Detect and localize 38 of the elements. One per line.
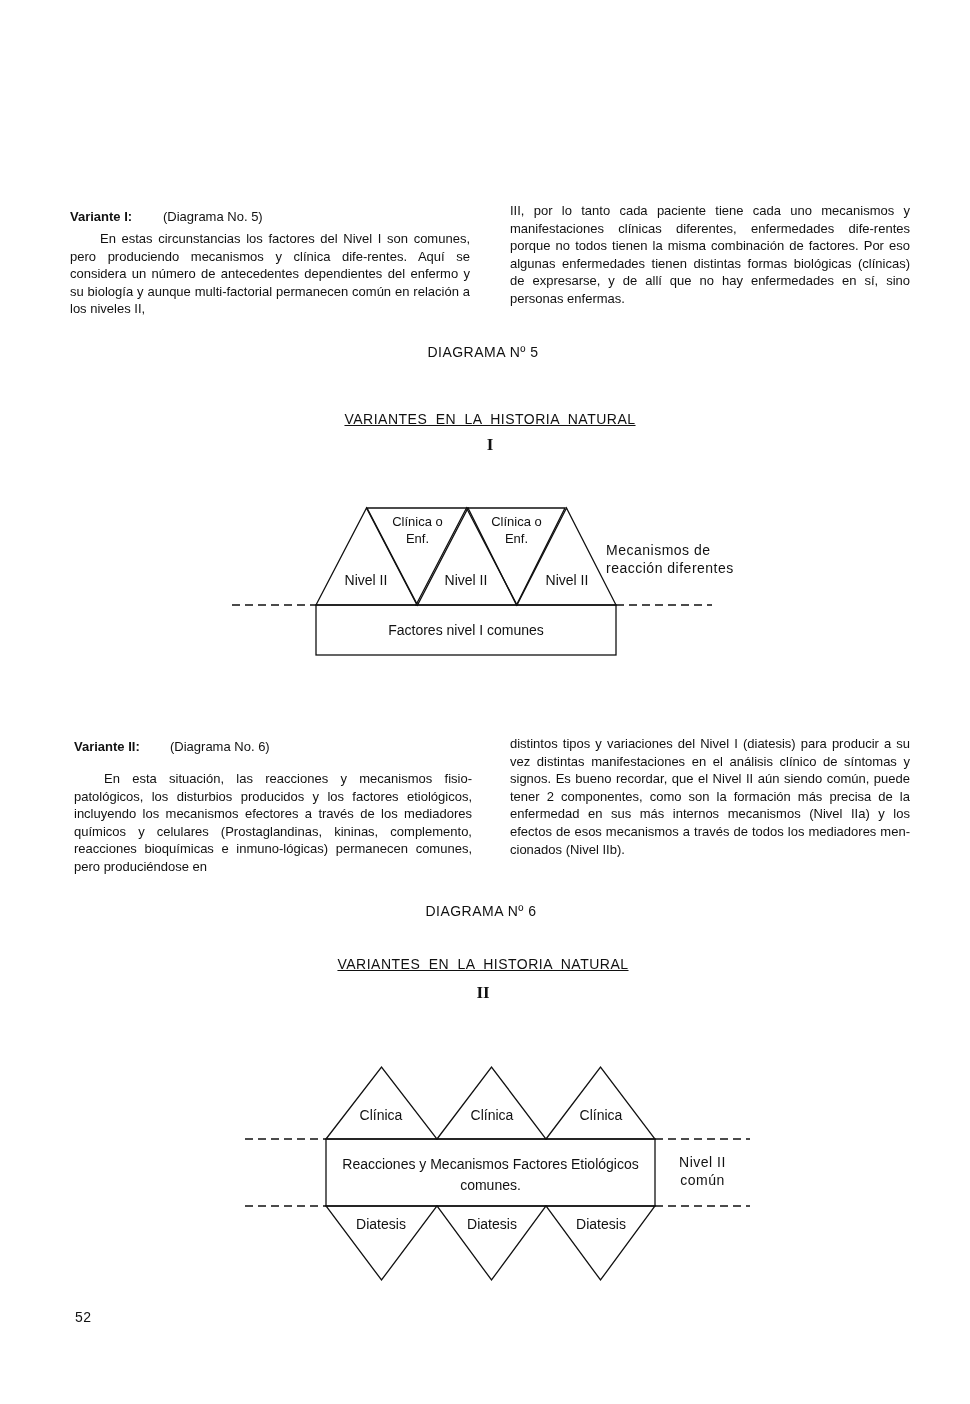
paragraph: III, por lo tanto cada paciente tiene cada uno mecanismos y manifestaciones clínicas diferentes, enfermedades dife-rentes porque no todos tienen la misma combinación de factores. Por eso algunas enfermedades tienen distintas formas biológicas (clínicas) de expresarse, y de allí que no hay enfermedades en sí, sino personas enfermas. [510, 202, 910, 308]
node-label: Diatesis [575, 1216, 627, 1233]
roman-numeral: II [475, 984, 491, 1002]
triangle-box [326, 1067, 437, 1139]
node-label: Nivel II [343, 572, 389, 589]
node-label: Diatesis [355, 1216, 407, 1233]
diagram-heading: VARIANTES EN LA HISTORIA NATURAL [343, 411, 637, 429]
paragraph: En estas circunstancias los factores del Nivel I son comunes, pero produciendo mecanismos y clínica dife-rentes. Aquí se considera un número de antecedentes dependientes del enfermo y su biología y aunque multi-factorial permanecen común en relación a los niveles II, [70, 230, 470, 318]
node-label: Factores nivel I comunes [387, 621, 545, 640]
inverted-triangle-box [546, 1206, 655, 1280]
node-label: Nivel II [544, 572, 590, 589]
roman-numeral: I [485, 436, 495, 454]
node-label: Reacciones y Mecanismos Factores Etiológicos comunes. [341, 1155, 640, 1195]
triangle-box [437, 1067, 546, 1139]
diagram-heading: VARIANTES EN LA HISTORIA NATURAL [336, 956, 630, 974]
rectangle-box [316, 605, 616, 655]
node-label: Clínica [578, 1107, 624, 1124]
triangle-box [546, 1067, 655, 1139]
paragraph: En esta situación, las reacciones y mecanismos fisio-patológicos, los disturbios producidos y los factores etiológicos, incluyendo los mecanismos efectores a través de los mediadores químicos y celulares (Prostaglandinas, kininas, complemento, reacciones bioquímicas e inmuno-lógicas) permanecen comunes, pero produciéndose en [74, 770, 472, 876]
diagram-number: DIAGRAMA Nº 5 [426, 344, 540, 362]
node-label: Clínica [469, 1107, 515, 1124]
diagram-reference: (Diagrama No. 6) [170, 738, 270, 756]
paragraph: distintos tipos y variaciones del Nivel I (diatesis) para producir a su vez distintas manifestaciones en el análisis clínico de síntomas y signos. Es bueno recordar, que el Nivel II aún siendo común, puede tener 2 componentes, como son la formación más precisa de la enfermedad en sus más internos mecanismos (Nivel IIa) y los efectos de esos mecanismos a través de todos los mediadores men-cionados (Nivel IIb). [510, 735, 910, 859]
node-label: Nivel II [443, 572, 489, 589]
annotation: Nivel II común [678, 1154, 727, 1190]
inverted-triangle-box [326, 1206, 437, 1280]
inverted-triangle-box [437, 1206, 546, 1280]
section-heading: Variante II: [74, 738, 140, 756]
section-heading: Variante I: [70, 208, 133, 226]
node-label: Clínica o Enf. [490, 513, 543, 547]
rectangle-box [326, 1139, 655, 1206]
node-label: Diatesis [466, 1216, 518, 1233]
node-label: Clínica [358, 1107, 404, 1124]
page-number: 52 [75, 1309, 92, 1327]
diagram-number: DIAGRAMA Nº 6 [424, 903, 538, 921]
annotation: Mecanismos de reacción diferentes [606, 542, 735, 578]
node-label: Clínica o Enf. [391, 513, 444, 547]
diagram-reference: (Diagrama No. 5) [163, 208, 263, 226]
